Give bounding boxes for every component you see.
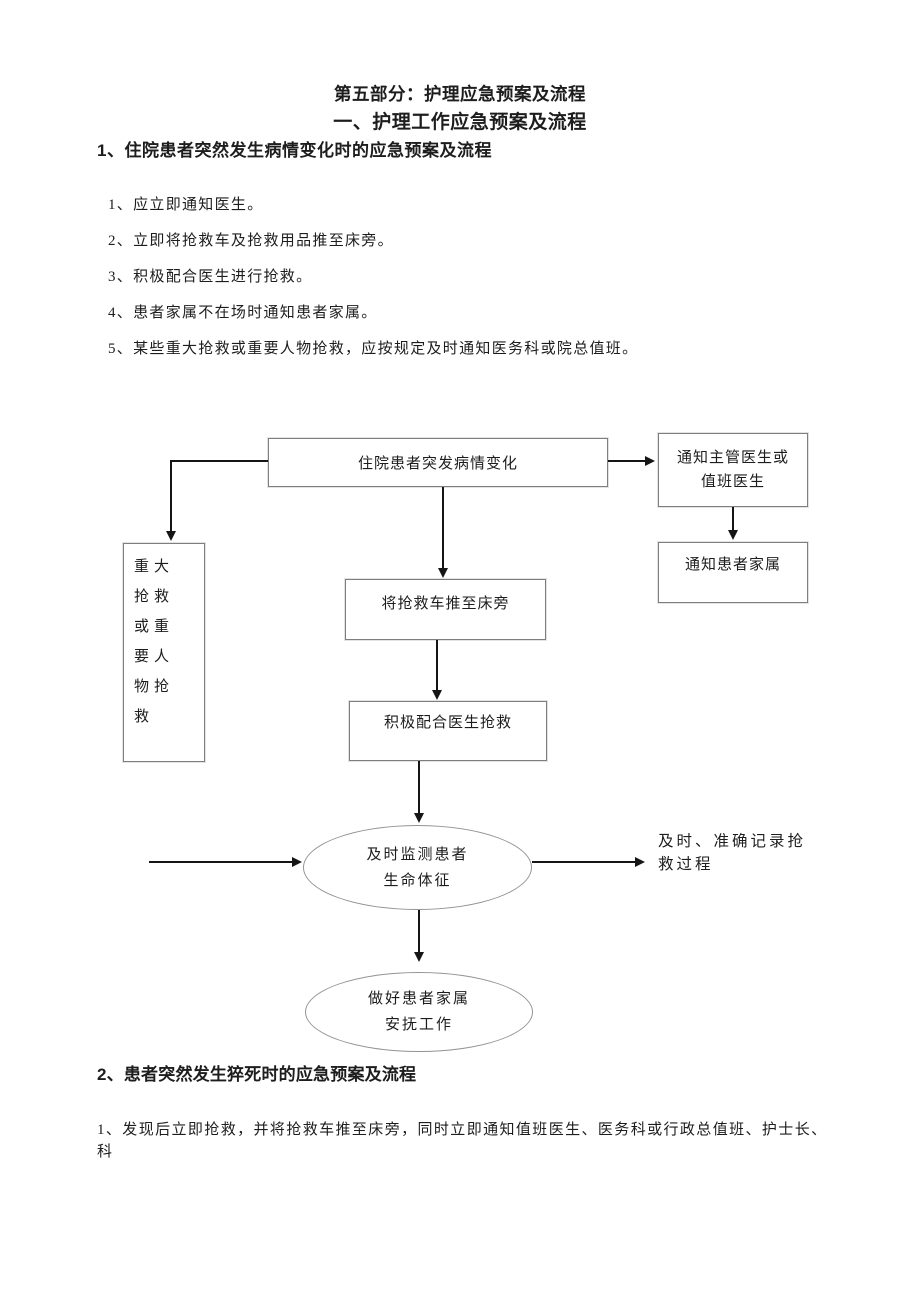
arrowhead-down-icon [728, 530, 738, 540]
flow-node-cooperate: 积极配合医生抢救 [349, 701, 547, 761]
section1-list: 1、应立即通知医生。 2、立即将抢救车及抢救用品推至床旁。 3、积极配合医生进行… [108, 197, 638, 377]
flow-node-comfort-family: 做好患者家属 安抚工作 [305, 972, 533, 1052]
section2-paragraph: 1、发现后立即抢救，并将抢救车推至床旁，同时立即通知值班医生、医务科或行政总值班… [97, 1122, 828, 1160]
flow-node-monitor-vitals: 及时监测患者 生命体征 [303, 825, 532, 910]
list-item-1: 1、应立即通知医生。 [108, 197, 264, 213]
arrow-left-to-monitor [149, 861, 292, 863]
list-item-3: 3、积极配合医生进行抢救。 [108, 269, 313, 285]
page-title: 第五部分：护理应急预案及流程 [334, 84, 586, 104]
list-item-2: 2、立即将抢救车及抢救用品推至床旁。 [108, 233, 394, 249]
flow-node-major-rescue: 重大 抢救 或重 要人 物抢 救 [123, 543, 205, 762]
arrow-monitor-to-comfort [418, 910, 420, 952]
flow-node-push-cart: 将抢救车推至床旁 [345, 579, 546, 640]
flow-node-notify-doctor: 通知主管医生或 值班医生 [658, 433, 808, 507]
arrowhead-right-icon [292, 857, 302, 867]
list-item-5: 5、某些重大抢救或重要人物抢救，应按规定及时通知医务科或院总值班。 [108, 341, 639, 357]
arrow-monitor-to-record [532, 861, 635, 863]
arrow-push-cart-to-cooperate [436, 640, 438, 690]
section2-heading: 2、患者突然发生猝死时的应急预案及流程 [97, 1065, 417, 1084]
page-subtitle: 一、护理工作应急预案及流程 [333, 112, 587, 133]
arrow-cooperate-to-monitor [418, 761, 420, 813]
arrow-start-to-push-cart [442, 487, 444, 568]
flow-note-record-process: 及时、准确记录抢 救过程 [658, 833, 807, 873]
flow-node-start: 住院患者突发病情变化 [268, 438, 608, 487]
arrowhead-down-icon [166, 531, 176, 541]
arrow-start-to-major-rescue-v [170, 460, 172, 531]
list-item-4: 4、患者家属不在场时通知患者家属。 [108, 305, 378, 321]
arrowhead-down-icon [432, 690, 442, 700]
arrow-notify-doctor-to-family [732, 507, 734, 530]
arrowhead-down-icon [438, 568, 448, 578]
arrowhead-down-icon [414, 952, 424, 962]
arrow-start-to-major-rescue-h [170, 460, 268, 462]
arrowhead-down-icon [414, 813, 424, 823]
arrow-start-to-notify-doctor [608, 460, 645, 462]
flow-node-notify-family: 通知患者家属 [658, 542, 808, 603]
section1-heading: 1、住院患者突然发生病情变化时的应急预案及流程 [97, 141, 492, 160]
arrowhead-right-icon [635, 857, 645, 867]
arrowhead-right-icon [645, 456, 655, 466]
